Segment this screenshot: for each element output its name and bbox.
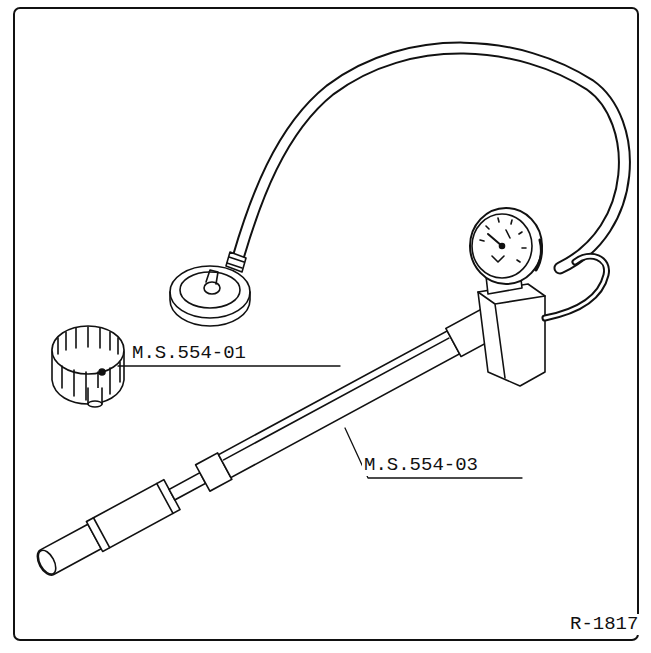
radiator-adaptor [170,266,250,326]
fitting-ribs [227,257,244,268]
gauge-pipe-inner [545,256,607,318]
figure-number: R-1817 [568,614,640,635]
gauge-block [478,270,545,386]
pressure-gauge [470,208,542,284]
pump-body [32,285,541,581]
part-number: M.S.554-01 [130,343,248,364]
leader-line [345,428,522,478]
filler-cap [52,326,124,407]
part-number: M.S.554-03 [362,455,480,476]
gauge-pipe [545,256,607,318]
hose [238,48,624,268]
frame [14,8,638,640]
hose-inner [238,48,624,268]
leader-line [118,365,340,366]
